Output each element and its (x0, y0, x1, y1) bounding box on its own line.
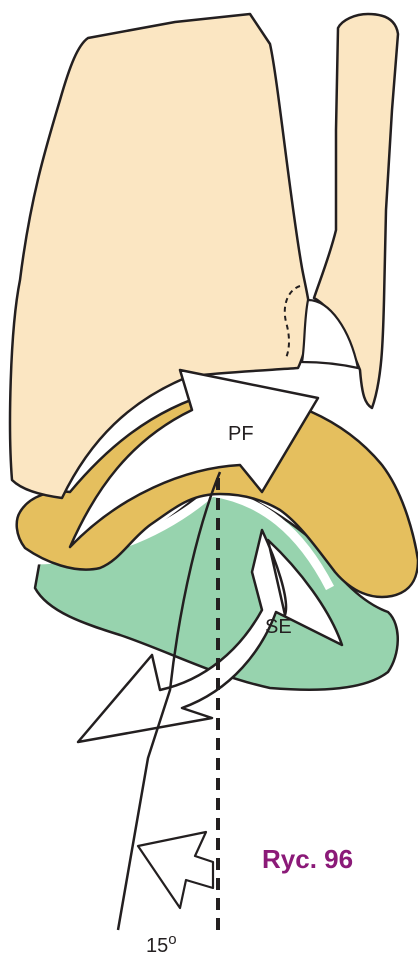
angle-unit: o (168, 931, 176, 948)
se-label: SE (265, 616, 292, 638)
angle-arrow (138, 832, 213, 908)
angle-value: 15 (146, 935, 168, 957)
figure-caption: Ryc. 96 (262, 844, 353, 874)
pf-label: PF (228, 423, 254, 445)
angle-label: 15o (146, 931, 177, 957)
